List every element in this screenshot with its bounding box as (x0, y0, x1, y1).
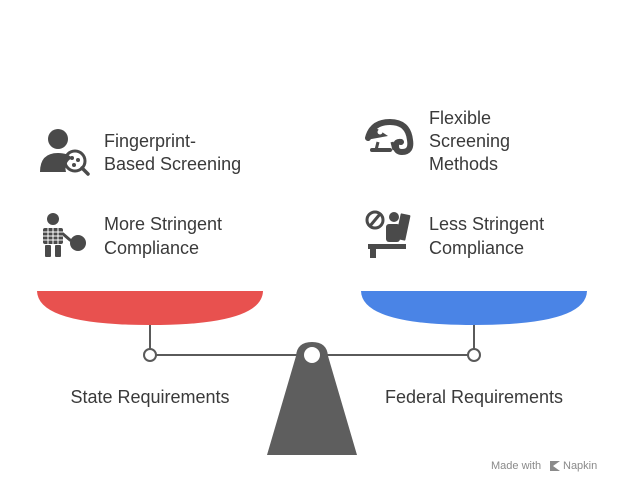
fingerprint-search-icon (40, 129, 90, 176)
right-item-1-line-1: Flexible (429, 108, 491, 128)
made-with-napkin-badge: Made with Napkin (491, 460, 597, 472)
napkin-brand-text: Napkin (563, 460, 597, 472)
left-item-2-text: More Stringent Compliance (104, 214, 227, 258)
left-item-1-line-1: Fingerprint- (104, 131, 196, 151)
right-scale-pan (361, 291, 587, 325)
federal-requirements-label: Federal Requirements (385, 387, 563, 407)
left-item-1-line-2: Based Screening (104, 154, 241, 174)
chameleon-icon (365, 118, 414, 156)
left-item-2-line-2: Compliance (104, 238, 199, 258)
right-item-2-line-2: Compliance (429, 238, 524, 258)
right-item-2-line-1: Less Stringent (429, 214, 544, 234)
right-beam-joint (467, 348, 481, 362)
fulcrum-pivot (304, 347, 320, 363)
right-item-2-text: Less Stringent Compliance (429, 214, 549, 258)
scale-base (267, 342, 357, 455)
left-scale-pan (37, 291, 263, 325)
left-item-2-line-1: More Stringent (104, 214, 222, 234)
left-beam-joint (143, 348, 157, 362)
made-with-text: Made with (491, 460, 541, 472)
left-item-1-text: Fingerprint- Based Screening (104, 131, 241, 174)
state-requirements-label: State Requirements (70, 387, 229, 407)
right-item-1-line-2: Screening (429, 131, 510, 151)
scale-hangers (149, 325, 475, 349)
no-sign-person-laptop-icon (365, 210, 411, 258)
right-item-1-line-3: Methods (429, 154, 498, 174)
right-item-1-text: Flexible Screening Methods (429, 108, 515, 174)
person-with-paddle-icon (43, 213, 86, 257)
napkin-logo-icon (550, 461, 560, 471)
